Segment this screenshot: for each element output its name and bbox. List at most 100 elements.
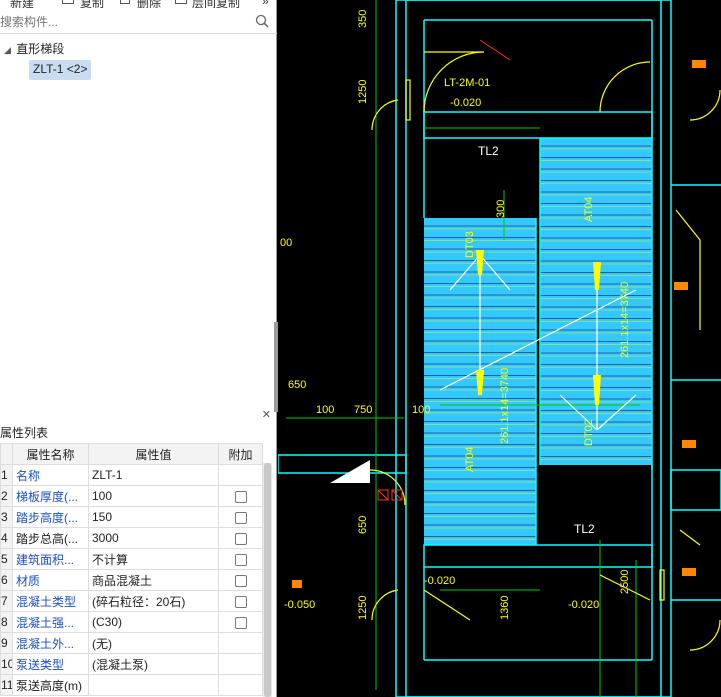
dim-2500: 2500 xyxy=(619,570,631,594)
dt02-label: DT02 xyxy=(583,419,595,446)
dim-300: 300 xyxy=(495,200,507,218)
row-index: 3 xyxy=(0,506,13,528)
property-value[interactable]: (混凝土泵) xyxy=(88,653,219,675)
property-value[interactable]: (碎石粒径：20石) xyxy=(88,590,219,612)
attach-cell xyxy=(218,632,263,654)
attach-cell xyxy=(218,464,263,486)
property-header-row: 属性名称 属性值 附加 xyxy=(0,443,263,465)
attach-cell xyxy=(218,485,263,507)
search-input[interactable] xyxy=(0,12,250,32)
property-name: 名称 xyxy=(12,464,89,486)
attach-checkbox[interactable] xyxy=(234,490,247,503)
cad-drawing-view[interactable]: LT-2M-01 -0.020 -0.020 -0.020 -0.050 650… xyxy=(278,0,721,697)
property-name: 踏步高度(... xyxy=(12,506,89,528)
dt03-label: DT03 xyxy=(464,231,476,258)
tree-group-label: 直形梯段 xyxy=(16,42,65,56)
copy-button[interactable]: 复制 xyxy=(80,0,105,8)
layer-copy-button[interactable]: 层间复制 xyxy=(192,0,241,8)
stair-flight-right[interactable] xyxy=(540,138,652,465)
property-value[interactable]: ZLT-1 xyxy=(88,464,219,486)
tl2-top-label: TL2 xyxy=(478,144,499,158)
copy-icon xyxy=(62,0,74,4)
tl2-bottom-label: TL2 xyxy=(574,522,595,536)
at04-top-label: AT04 xyxy=(583,197,595,222)
more-icon[interactable]: » xyxy=(262,0,269,8)
attach-checkbox[interactable] xyxy=(234,532,247,545)
property-value[interactable]: (C30) xyxy=(88,611,219,633)
property-value[interactable]: 商品混凝土 xyxy=(88,569,219,591)
row-index: 8 xyxy=(0,611,13,633)
row-index: 4 xyxy=(0,527,13,549)
tree-item-zlt-1[interactable]: ZLT-1 <2> xyxy=(29,60,92,80)
dim-1250-bottom: 1250 xyxy=(357,596,369,620)
property-name: 梯板厚度(... xyxy=(12,485,89,507)
attach-checkbox[interactable] xyxy=(234,616,247,629)
property-value[interactable]: 3000 xyxy=(88,527,219,549)
close-icon[interactable]: ✕ xyxy=(261,409,271,421)
elevation-left: -0.020 xyxy=(424,575,455,587)
delete-button[interactable]: 删除 xyxy=(137,0,162,8)
search-bar xyxy=(0,10,277,34)
dim-100-a: 100 xyxy=(316,404,334,416)
layer-copy-icon xyxy=(175,0,187,4)
property-name: 建筑面积... xyxy=(12,548,89,570)
scrollbar-thumb[interactable] xyxy=(264,463,271,697)
attach-checkbox[interactable] xyxy=(234,511,247,524)
toolbar: 新建 复制 删除 层间复制 » xyxy=(0,0,277,8)
elevation-right: -0.020 xyxy=(568,599,599,611)
dim-100-b: 100 xyxy=(412,404,430,416)
search-icon[interactable] xyxy=(255,14,269,28)
property-name: 材质 xyxy=(12,569,89,591)
attach-cell xyxy=(218,527,263,549)
dim-00: 00 xyxy=(280,237,292,249)
dim-350: 350 xyxy=(357,10,369,28)
panel-resize-handle[interactable] xyxy=(274,322,278,412)
property-name: 混凝土强... xyxy=(12,611,89,633)
room-tag-2 xyxy=(674,282,688,290)
property-scrollbar[interactable] xyxy=(263,463,272,697)
property-value[interactable] xyxy=(88,674,219,696)
delete-icon xyxy=(120,0,130,4)
property-name: 泵送高度(m) xyxy=(12,674,89,696)
collapse-icon[interactable]: ◢ xyxy=(4,45,11,55)
attach-cell xyxy=(218,611,263,633)
property-name: 踏步总高(... xyxy=(12,527,89,549)
property-name: 混凝土外... xyxy=(12,632,89,654)
property-value[interactable]: (无) xyxy=(88,632,219,654)
attach-cell xyxy=(218,548,263,570)
dim-1250-top: 1250 xyxy=(357,80,369,104)
row-index: 5 xyxy=(0,548,13,570)
property-value[interactable]: 不计算 xyxy=(88,548,219,570)
attach-checkbox[interactable] xyxy=(234,574,247,587)
room-tag-4 xyxy=(682,568,696,576)
property-row[interactable]: 10泵送类型(混凝土泵) xyxy=(0,653,263,675)
attach-checkbox[interactable] xyxy=(234,595,247,608)
steps-left-label: 261.1x14=3740 xyxy=(499,368,511,444)
attach-cell xyxy=(218,653,263,675)
dim-1360: 1360 xyxy=(499,596,511,620)
new-button[interactable]: 新建 xyxy=(10,0,35,8)
property-value[interactable]: 150 xyxy=(88,506,219,528)
row-index: 6 xyxy=(0,569,13,591)
row-index: 2 xyxy=(0,485,13,507)
property-value[interactable]: 100 xyxy=(88,485,219,507)
attach-cell xyxy=(218,674,263,696)
tree-group[interactable]: ◢ 直形梯段 xyxy=(4,40,64,57)
property-name: 泵送类型 xyxy=(12,653,89,675)
header-attach: 附加 xyxy=(218,443,263,465)
door-tag-label: LT-2M-01 xyxy=(444,77,490,89)
dim-650-left: 650 xyxy=(288,379,306,391)
property-list-title: 属性列表 xyxy=(0,426,49,440)
attach-cell xyxy=(218,506,263,528)
attach-checkbox[interactable] xyxy=(234,553,247,566)
